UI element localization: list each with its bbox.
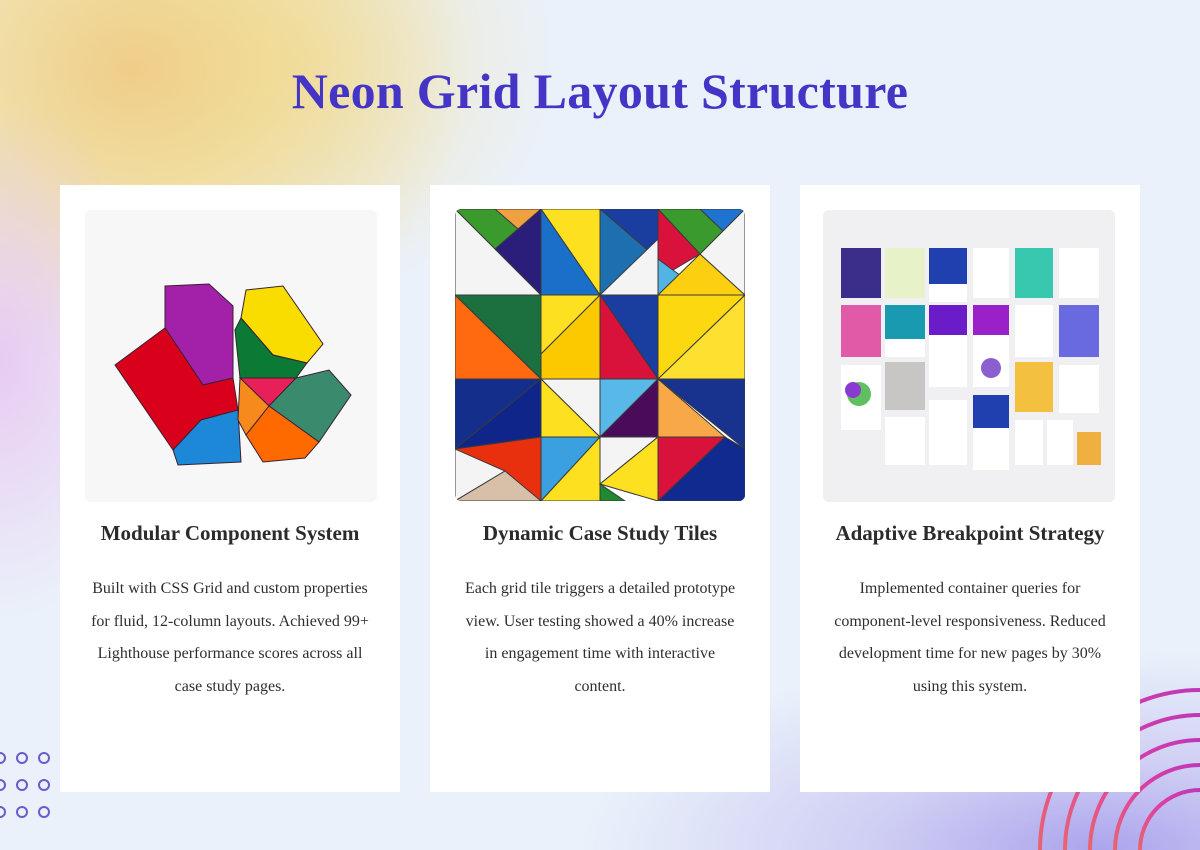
card-image-ui-mockup-collage: [823, 210, 1115, 502]
dot-icon: [0, 779, 6, 791]
dot-icon: [0, 806, 6, 818]
dot-icon: [16, 779, 28, 791]
feature-card-modular-component-system: Modular Component System Built with CSS …: [60, 185, 400, 792]
card-image-geometric-blocks: [85, 210, 377, 502]
dot-icon: [38, 752, 50, 764]
card-title: Modular Component System: [100, 521, 360, 545]
card-title: Adaptive Breakpoint Strategy: [835, 521, 1105, 545]
feature-card-adaptive-breakpoint-strategy: Adaptive Breakpoint Strategy Implemented…: [800, 185, 1140, 792]
card-description: Each grid tile triggers a detailed proto…: [464, 580, 736, 695]
ui-mockup-collage-illustration: [823, 210, 1115, 502]
dot-icon: [16, 806, 28, 818]
dot-icon: [38, 806, 50, 818]
dot-icon: [38, 779, 50, 791]
feature-card-dynamic-case-study-tiles: Dynamic Case Study Tiles Each grid tile …: [430, 185, 770, 792]
geometric-blocks-illustration: [85, 210, 377, 502]
circle-dot-grid-icon: [0, 752, 50, 818]
page-title: Neon Grid Layout Structure: [291, 63, 909, 119]
card-image-triangle-mosaic: [455, 209, 745, 501]
card-description: Built with CSS Grid and custom propertie…: [91, 580, 369, 695]
card-description: Implemented container queries for compon…: [834, 580, 1106, 695]
card-title: Dynamic Case Study Tiles: [482, 521, 718, 545]
triangle-mosaic-illustration: [455, 209, 745, 501]
dot-icon: [16, 752, 28, 764]
dot-icon: [0, 752, 6, 764]
